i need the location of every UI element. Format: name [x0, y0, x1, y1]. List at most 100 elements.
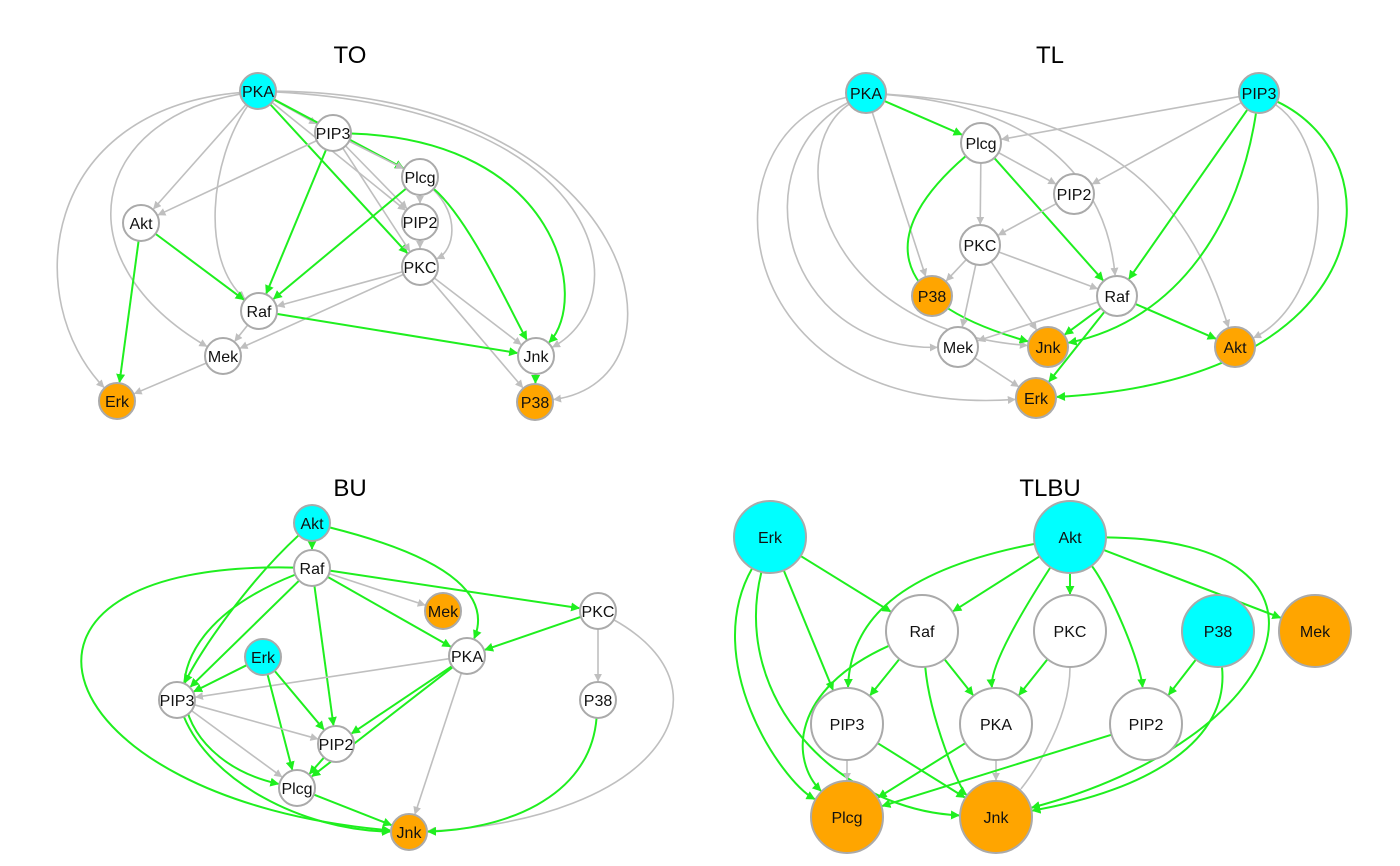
edge-TLBU-PIP2-to-Plcg — [881, 733, 1112, 808]
edge-TLBU-PKC-to-PKA — [1018, 658, 1049, 696]
edge-TLBU-Erk-to-Plcg — [734, 567, 816, 800]
node-circle-TL-P38 — [911, 275, 953, 317]
node-circle-BU-PIP2 — [317, 725, 355, 763]
node-TO-Erk: Erk — [98, 382, 136, 420]
node-BU-Raf: Raf — [293, 549, 331, 587]
edge-TLBU-PKA-to-Plcg — [877, 742, 966, 799]
node-TL-Raf: Raf — [1096, 275, 1138, 317]
node-TO-Mek: Mek — [204, 337, 242, 375]
node-TO-Akt: Akt — [122, 204, 160, 242]
edge-TO-PKC-to-P38 — [431, 280, 524, 389]
node-circle-TLBU-PIP2 — [1109, 687, 1183, 761]
node-label-TO-PIP2: PIP2 — [403, 215, 438, 232]
node-label-TLBU-Plcg: Plcg — [831, 810, 862, 827]
node-BU-PIP2: PIP2 — [317, 725, 355, 763]
node-label-TO-Akt: Akt — [129, 216, 153, 233]
node-circle-BU-PKA — [448, 637, 486, 675]
node-TLBU-Erk: Erk — [733, 500, 807, 574]
node-label-TLBU-Jnk: Jnk — [984, 810, 1010, 827]
edge-TLBU-Akt-to-Raf — [952, 555, 1041, 613]
edge-BU-Raf-to-PKA — [327, 576, 452, 648]
edge-BU-PIP2-to-Plcg — [308, 756, 325, 775]
edge-BU-Raf-to-Mek — [328, 572, 426, 607]
node-label-TO-Plcg: Plcg — [404, 170, 435, 187]
node-circle-BU-Akt — [293, 504, 331, 542]
edge-TL-PKC-to-Raf — [998, 251, 1099, 290]
node-label-TLBU-Raf: Raf — [910, 624, 935, 641]
node-circle-TO-PKA — [239, 72, 277, 110]
panel-title-TL: TL — [1036, 42, 1064, 69]
edge-TO-PIP3-to-PIP2 — [345, 145, 408, 209]
node-label-BU-PKC: PKC — [582, 604, 615, 621]
edge-TO-PKC-to-Mek — [239, 273, 404, 349]
node-label-BU-P38: P38 — [584, 693, 613, 710]
node-TLBU-PKC: PKC — [1033, 594, 1107, 668]
edge-TO-PKA-to-Erk — [56, 91, 241, 388]
node-label-BU-Mek: Mek — [428, 604, 459, 621]
node-label-BU-Jnk: Jnk — [397, 825, 423, 842]
edge-TO-Akt-to-Raf — [154, 232, 245, 301]
edge-TL-Raf-to-Mek — [977, 301, 1099, 343]
node-circle-BU-Plcg — [278, 769, 316, 807]
edge-TLBU-Raf-to-Plcg — [801, 644, 890, 792]
edge-TL-PIP3-to-Akt — [1253, 103, 1319, 339]
edge-layer-TLBU — [734, 536, 1282, 820]
edge-TL-PIP2-to-PKC — [997, 202, 1057, 236]
edge-TL-PKA-to-Plcg — [883, 100, 963, 136]
edge-TO-PKA-to-Jnk — [275, 91, 596, 348]
node-circle-TL-Mek — [937, 326, 979, 368]
node-label-TL-PKC: PKC — [964, 238, 997, 255]
edge-TL-PKA-to-Mek — [786, 101, 938, 352]
node-label-TLBU-Erk: Erk — [758, 530, 783, 547]
node-circle-BU-P38 — [579, 681, 617, 719]
node-TLBU-Jnk: Jnk — [959, 780, 1033, 854]
node-TO-Jnk: Jnk — [517, 337, 555, 375]
edge-TL-Raf-to-Akt — [1134, 303, 1217, 340]
node-TL-Mek: Mek — [937, 326, 979, 368]
edge-TO-PKC-to-Jnk — [433, 277, 522, 346]
node-circle-TLBU-Jnk — [959, 780, 1033, 854]
edge-TO-Akt-to-Erk — [116, 240, 140, 384]
edge-TL-PIP3-to-PIP2 — [1091, 101, 1242, 185]
node-label-TO-PKA: PKA — [242, 84, 274, 101]
node-label-TLBU-Akt: Akt — [1058, 530, 1082, 547]
edge-TL-PIP3-to-Jnk — [1067, 112, 1258, 346]
edge-TLBU-Erk-to-Raf — [800, 555, 892, 613]
node-circle-TO-PIP3 — [314, 114, 352, 152]
node-label-TL-Mek: Mek — [943, 340, 974, 357]
edge-TL-PKA-to-Erk — [756, 96, 1016, 404]
edge-TLBU-Akt-to-PKA — [986, 566, 1052, 689]
node-BU-PKA: PKA — [448, 637, 486, 675]
node-circle-BU-PKC — [579, 592, 617, 630]
node-TL-Akt: Akt — [1214, 326, 1256, 368]
node-circle-TLBU-P38 — [1181, 594, 1255, 668]
node-BU-Akt: Akt — [293, 504, 331, 542]
edge-TO-PKA-to-Akt — [153, 103, 247, 210]
node-TLBU-Plcg: Plcg — [810, 780, 884, 854]
edge-TO-PKC-to-Raf — [276, 270, 403, 308]
node-circle-TO-Mek — [204, 337, 242, 375]
node-label-TLBU-Mek: Mek — [1300, 624, 1331, 641]
edge-TLBU-Raf-to-PIP3 — [869, 658, 901, 696]
node-label-BU-PIP3: PIP3 — [160, 693, 195, 710]
node-TL-Erk: Erk — [1015, 377, 1057, 419]
edge-TL-Plcg-to-Jnk — [906, 155, 1029, 344]
edge-BU-PKC-to-PKA — [484, 615, 582, 652]
node-BU-P38: P38 — [579, 681, 617, 719]
node-BU-Jnk: Jnk — [390, 813, 428, 851]
edge-TO-Raf-to-Jnk — [276, 312, 519, 357]
node-label-TO-Raf: Raf — [247, 304, 272, 321]
node-TL-Jnk: Jnk — [1027, 326, 1069, 368]
node-label-BU-Plcg: Plcg — [281, 781, 312, 798]
node-label-TO-Erk: Erk — [105, 394, 130, 411]
node-circle-BU-Jnk — [390, 813, 428, 851]
edge-TL-PKA-to-P38 — [871, 111, 928, 277]
node-TL-PIP2: PIP2 — [1053, 173, 1095, 215]
node-label-TL-PKA: PKA — [850, 86, 882, 103]
edge-TL-PKC-to-P38 — [945, 259, 967, 282]
edge-BU-Raf-to-PIP2 — [313, 585, 337, 727]
node-circle-TLBU-PIP3 — [810, 687, 884, 761]
node-circle-BU-Raf — [293, 549, 331, 587]
